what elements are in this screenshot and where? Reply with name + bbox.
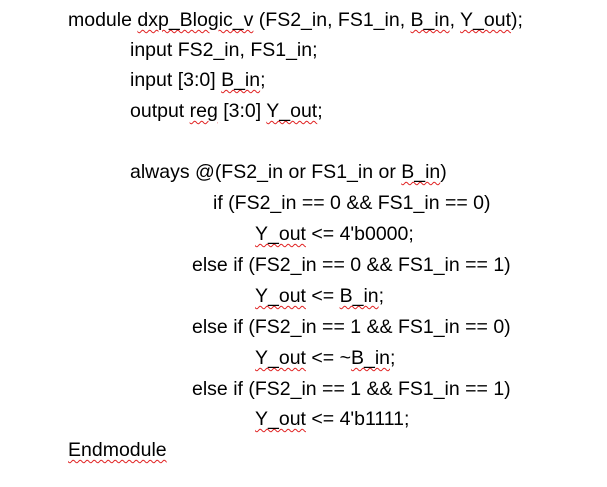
port-separator: ,	[449, 9, 461, 31]
input-b-name: B_in	[221, 69, 261, 91]
port-y-out: Y_out	[460, 9, 512, 31]
reg-keyword: reg	[189, 100, 218, 122]
module-name: dxp_Blogic_v	[137, 9, 254, 31]
output-prefix: output	[130, 100, 190, 122]
assign2-suffix: ;	[378, 285, 385, 307]
else-if-line-3: else if (FS2_in == 1 && FS1_in == 1)	[192, 378, 511, 400]
if-line: if (FS2_in == 0 && FS1_in == 0)	[213, 192, 491, 214]
assign2-y-out: Y_out	[255, 285, 306, 307]
endmodule-keyword: Endmodule	[68, 439, 167, 461]
input-fs-line: input FS2_in, FS1_in;	[130, 39, 318, 61]
input-b-line: input [3:0] B_in;	[130, 67, 266, 93]
always-line: always @(FS2_in or FS1_in or B_in)	[130, 159, 447, 185]
module-keyword: module	[68, 9, 138, 31]
port-list-close: );	[511, 9, 523, 31]
always-b-in: B_in	[401, 161, 441, 183]
output-suffix: ;	[317, 100, 323, 122]
assign3-suffix: ;	[390, 347, 396, 369]
assign-line-2: Y_out <= B_in;	[255, 283, 384, 309]
assign4-value: <= 4'b1111;	[305, 408, 410, 430]
output-y-name: Y_out	[266, 100, 318, 122]
module-declaration-line: module dxp_Blogic_v (FS2_in, FS1_in, B_i…	[68, 7, 523, 33]
endmodule-line: Endmodule	[68, 437, 167, 463]
port-b-in: B_in	[410, 9, 450, 31]
assign2-b-in: B_in	[339, 285, 379, 307]
assign1-y-out: Y_out	[255, 223, 306, 245]
input-b-prefix: input [3:0]	[130, 69, 222, 91]
assign3-b-in: B_in	[350, 347, 390, 369]
output-range: [3:0]	[217, 100, 267, 122]
always-prefix: always @(FS2_in or FS1_in or	[130, 161, 402, 183]
assign1-value: <= 4'b0000;	[305, 223, 414, 245]
always-suffix: )	[440, 161, 447, 183]
assign3-y-out: Y_out	[255, 347, 306, 369]
port-list-open: (FS2_in, FS1_in,	[253, 9, 411, 31]
assign4-y-out: Y_out	[255, 408, 306, 430]
assign2-op: <=	[305, 285, 340, 307]
input-b-suffix: ;	[260, 69, 266, 91]
assign-line-3: Y_out <= ~B_in;	[255, 345, 395, 371]
assign3-op: <= ~	[305, 347, 351, 369]
assign-line-1: Y_out <= 4'b0000;	[255, 221, 414, 247]
else-if-line-1: else if (FS2_in == 0 && FS1_in == 1)	[192, 254, 511, 276]
output-y-line: output reg [3:0] Y_out;	[130, 98, 323, 124]
assign-line-4: Y_out <= 4'b1111;	[255, 406, 409, 432]
else-if-line-2: else if (FS2_in == 1 && FS1_in == 0)	[192, 316, 511, 338]
